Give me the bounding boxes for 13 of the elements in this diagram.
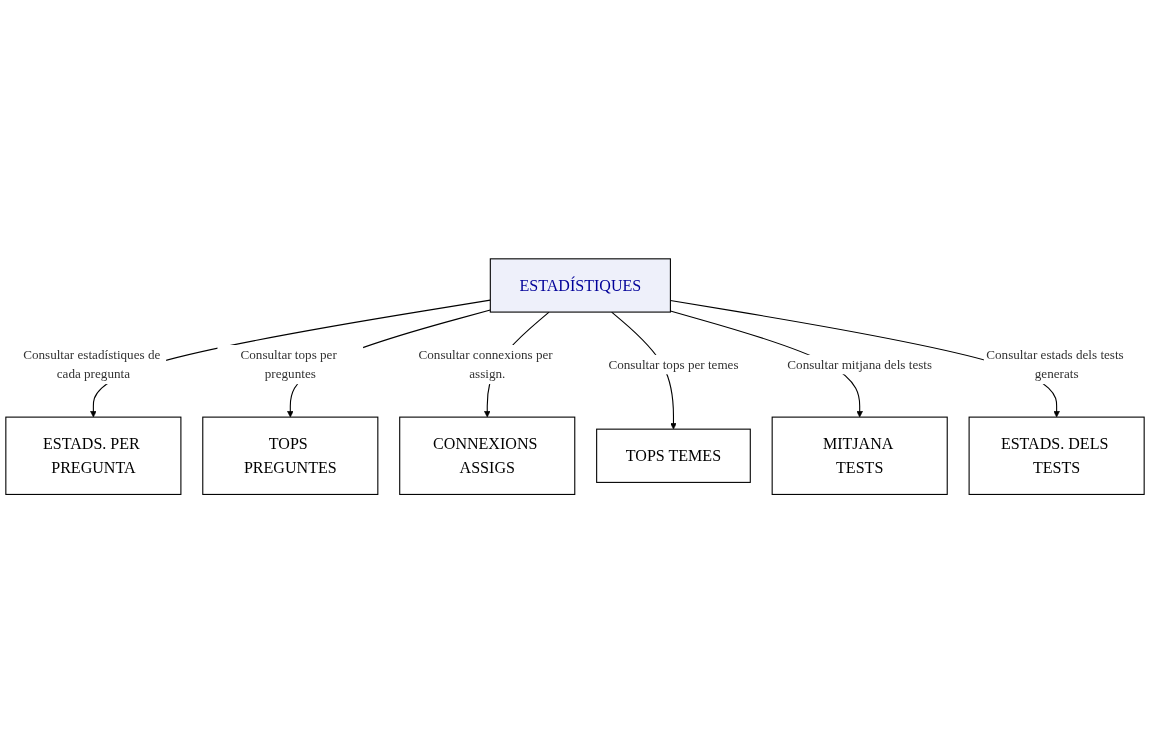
- edge-label: Consultar mitjana dels tests: [787, 356, 933, 372]
- edge-label: Consultar estadístiques de cada pregunta: [23, 346, 161, 382]
- node-box: ESTADS. DELS TESTS: [968, 416, 1145, 495]
- node-box: MITJANA TESTS: [771, 416, 948, 495]
- edge-label: Consultar tops per temes: [608, 356, 739, 372]
- node-box: TOPS PREGUNTES: [202, 416, 379, 495]
- edge-label: Consultar connexions per assign.: [418, 346, 553, 382]
- node-box: TOPS TEMES: [596, 428, 751, 483]
- edge-label: Consultar estads dels tests generats: [986, 346, 1124, 382]
- node-box: ESTADÍSTIQUES: [489, 258, 671, 313]
- node-box: CONNEXIONS ASSIGS: [399, 416, 576, 495]
- edge-label: Consultar tops per preguntes: [240, 346, 337, 382]
- node-box: ESTADS. PER PREGUNTA: [5, 416, 182, 495]
